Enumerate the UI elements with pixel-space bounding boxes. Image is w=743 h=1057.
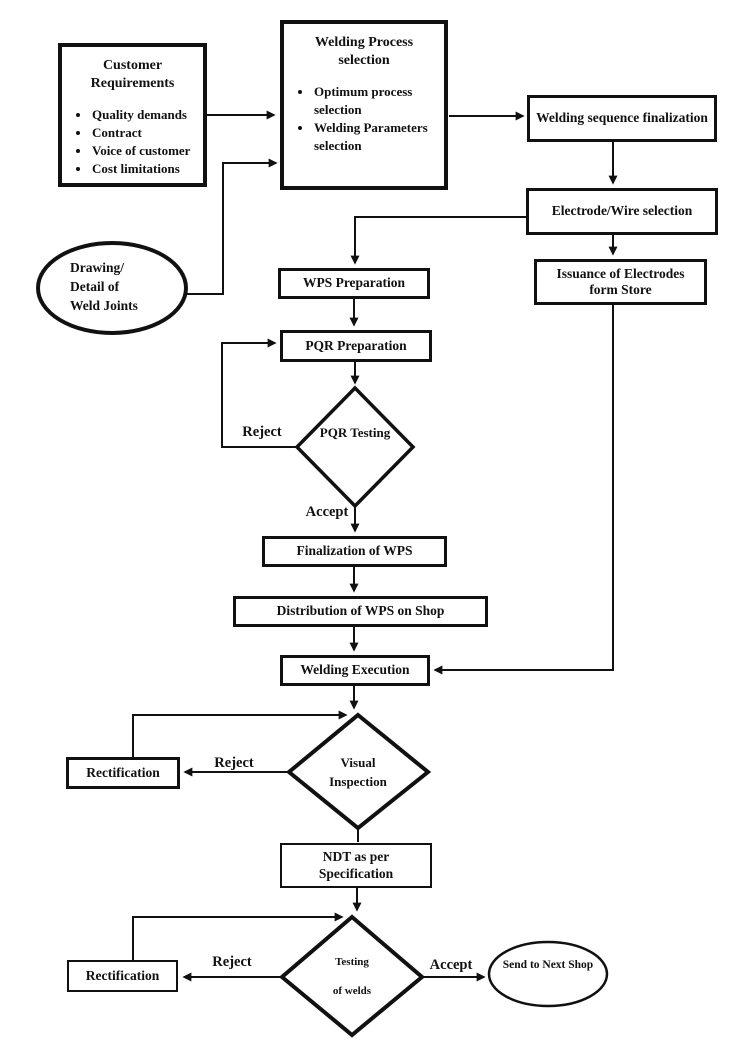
list-line: Drawing/ — [70, 260, 124, 275]
electrode-wire-selection-box: Electrode/Wire selection — [526, 188, 718, 235]
welding-sequence-finalization-box: Welding sequence finalization — [527, 95, 717, 142]
distribution-of-wps-box: Distribution of WPS on Shop — [233, 596, 488, 627]
distribution-of-wps-label: Distribution of WPS on Shop — [276, 603, 445, 619]
customer-requirements-box: Customer Requirements Quality demandsCon… — [58, 43, 207, 187]
finalization-of-wps-box: Finalization of WPS — [262, 536, 447, 567]
customer-requirements-title: Customer Requirements — [90, 58, 175, 91]
arrow-rectification1-loop — [132, 710, 348, 757]
list-line: Welding Parameters selection — [313, 119, 436, 155]
electrode-wire-selection-label: Electrode/Wire selection — [551, 203, 693, 219]
pqr-testing-label: PQR Testing — [319, 425, 391, 440]
issuance-of-electrodes-box: Issuance of Electrodes form Store — [534, 259, 707, 305]
send-to-next-shop-label: Send to Next Shop — [502, 959, 594, 971]
welding-execution-box: Welding Execution — [280, 655, 430, 686]
list-line: of welds — [332, 985, 372, 997]
arrow-rectification2-loop — [132, 912, 344, 960]
ndt-specification-label: NDT as per Specification — [318, 849, 394, 881]
arrow-pqr-reject-loop — [221, 338, 297, 448]
pqr-preparation-box: PQR Preparation — [280, 330, 432, 362]
pqr-testing-diamond — [294, 385, 416, 509]
arrow-issuance-to-execution — [433, 305, 614, 675]
visual-inspection-label: Visual Inspection — [329, 755, 387, 789]
list-line: Quality demands — [91, 106, 195, 124]
welding-process-selection-title: Welding Process selection — [314, 35, 414, 68]
ndt-specification-box: NDT as per Specification — [280, 843, 432, 888]
pqr-reject-label: Reject — [242, 424, 282, 440]
drawing-detail-ellipse — [36, 241, 188, 335]
rectification-ndt-label: Rectification — [85, 967, 160, 983]
list-line: Optimum process selection — [313, 83, 436, 119]
finalization-of-wps-label: Finalization of WPS — [296, 543, 413, 559]
arrow-drawing-to-process — [186, 158, 278, 295]
rectification-visual-label: Rectification — [86, 764, 160, 780]
testing-of-welds-label: Testing of welds — [302, 955, 402, 998]
wps-preparation-label: WPS Preparation — [302, 275, 406, 291]
rectification-ndt-box: Rectification — [67, 960, 178, 992]
send-to-next-shop-ellipse — [487, 940, 609, 1008]
drawing-detail-label: Drawing/Detail of Weld Joints — [70, 258, 165, 315]
testing-of-welds-diamond — [278, 914, 426, 1038]
ndt-reject-label: Reject — [212, 954, 252, 970]
visual-reject-label: Reject — [214, 755, 254, 771]
decision-and-terminator-shapes — [36, 241, 609, 1038]
welding-execution-label: Welding Execution — [300, 662, 410, 678]
rectification-visual-box: Rectification — [66, 757, 180, 789]
list-line: Testing — [335, 956, 369, 968]
list-line: Voice of customer — [91, 142, 195, 160]
visual-inspection-diamond — [285, 712, 432, 831]
list-line: Weld Joints — [70, 298, 138, 313]
list-line: Cost limitations — [91, 160, 195, 178]
ndt-accept-label: Accept — [429, 957, 473, 973]
list-line: Detail of — [70, 279, 120, 294]
wps-preparation-box: WPS Preparation — [278, 268, 430, 299]
arrow-electrode-to-wps — [350, 216, 526, 265]
pqr-preparation-label: PQR Preparation — [305, 337, 407, 353]
list-line: Contract — [91, 124, 195, 142]
flow-arrows — [132, 110, 618, 982]
welding-process-selection-box: Welding Process selection Optimum proces… — [280, 20, 448, 190]
issuance-of-electrodes-label: Issuance of Electrodes form Store — [556, 265, 685, 297]
pqr-accept-label: Accept — [305, 504, 349, 520]
customer-requirements-bullets: Quality demandsContractVoice of customer… — [70, 106, 195, 178]
welding-sequence-finalization-label: Welding sequence finalization — [536, 110, 708, 126]
